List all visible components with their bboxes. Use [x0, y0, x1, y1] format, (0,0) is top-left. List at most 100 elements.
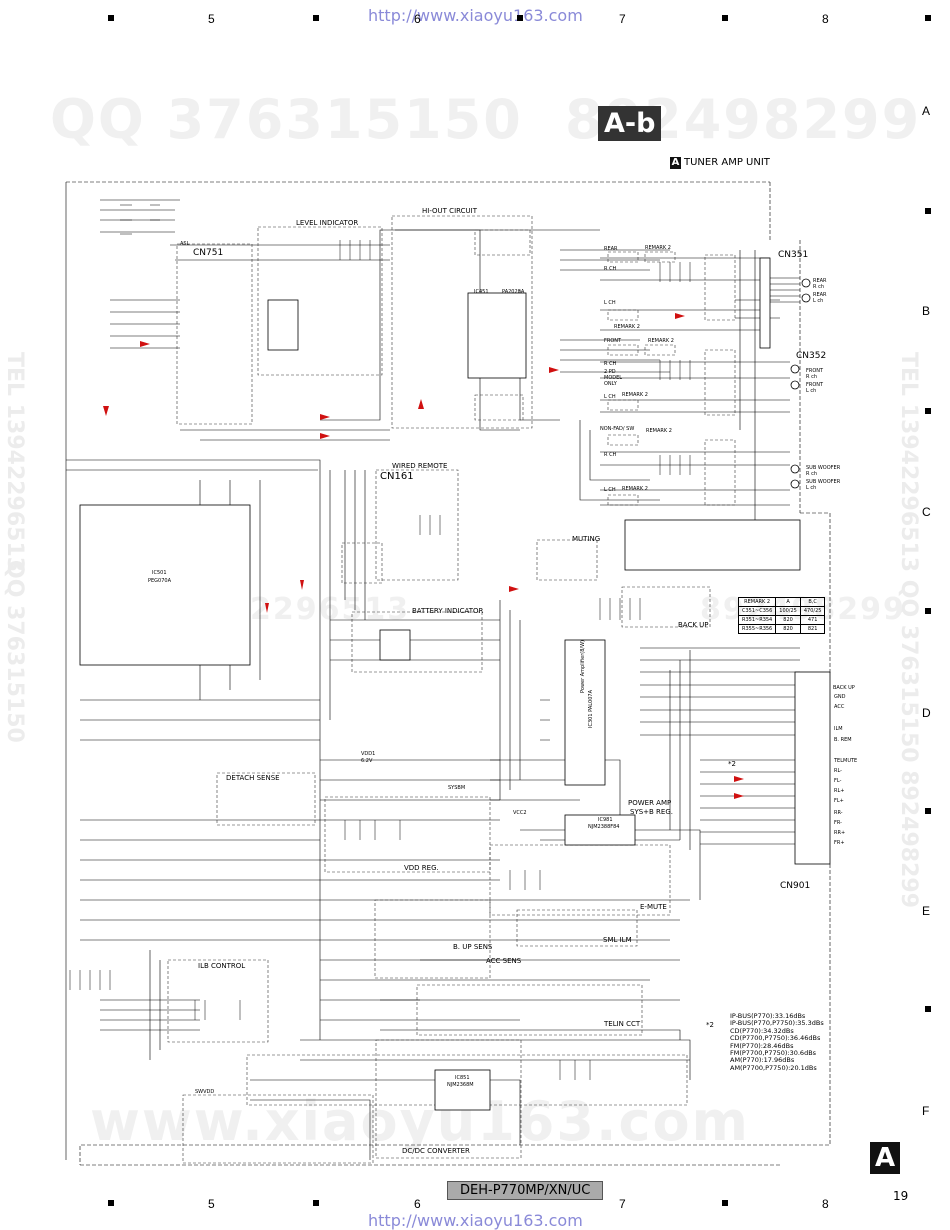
ic301-label: IC301 PAL007A [588, 690, 594, 728]
cn901-pin: TELMUTE [834, 758, 858, 764]
grid-row-label: B [922, 304, 931, 318]
grid-marker [108, 1200, 114, 1206]
grid-column-label: 7 [619, 1197, 626, 1211]
note-line: IP-BUS(P770):33.16dBs [730, 1012, 806, 1020]
sub-pin: SUB WOOFER R ch [806, 465, 841, 477]
cn351-pin: REAR L ch [813, 292, 827, 304]
block-power-amp: POWER AMP [628, 799, 672, 807]
connector-cn352: CN352 [796, 351, 827, 361]
remark-cell: 820 [775, 624, 801, 634]
cn901-pin: RR+ [834, 830, 846, 836]
cn901-pin: RR- [834, 810, 843, 816]
ic851-part: NJM2368M [447, 1082, 474, 1088]
sheet-title: A-b [598, 106, 662, 141]
label-remark2: REMARK 2 [622, 486, 648, 492]
remark-cell: R351~R354 [737, 615, 777, 625]
model-label: DEH-P770MP/XN/UC [447, 1181, 604, 1200]
connector-cn751: CN751 [193, 248, 224, 258]
label-remark2: REMARK 2 [646, 428, 672, 434]
block-sysb-reg: SYS+B REG. [630, 808, 673, 816]
grid-row-label: F [922, 1104, 930, 1118]
grid-row-label: E [922, 904, 931, 918]
ic501-part: PEG070A [148, 578, 172, 584]
grid-marker [925, 208, 931, 214]
remark-header: A [775, 597, 801, 607]
grid-marker [925, 1006, 931, 1012]
note-line: IP-BUS(P770,P7750):35.3dBs [730, 1019, 824, 1028]
grid-marker [925, 15, 931, 21]
label-remark2: REMARK 2 [622, 392, 648, 398]
cn901-pin: FL+ [834, 798, 844, 804]
cn352-pin: FRONT R ch [806, 368, 824, 380]
cn901-pin: ACC [834, 704, 845, 710]
label-lch: L CH [604, 300, 616, 306]
grid-column-label: 5 [208, 1197, 215, 1211]
remark-cell: 820 [775, 615, 801, 625]
remark-cell: 821 [799, 624, 826, 634]
cn351-pin: REAR R ch [813, 278, 827, 290]
grid-marker [722, 1200, 728, 1206]
block-hi-out: HI-OUT CIRCUIT [422, 207, 478, 215]
remark-header: REMARK 2 [737, 597, 777, 607]
watermark-tel-left: TEL 13942296513 [2, 352, 27, 573]
block-ilb-control: ILB CONTROL [198, 962, 246, 970]
block-telin-cct: TELIN CCT [604, 1020, 641, 1028]
remark-table: REMARK 2 A B,C C351~C356 100/25 470/25 R… [737, 597, 826, 634]
grid-marker [517, 15, 523, 21]
watermark-tel-left-2: QQ 376315150 [2, 560, 27, 743]
label-sysbm: SYSBM [448, 785, 466, 791]
corner-tag: A [870, 1142, 900, 1174]
grid-marker [722, 15, 728, 21]
remark-cell: 100/25 [775, 606, 801, 616]
block-acc-sens: ACC SENS [486, 957, 522, 965]
connector-cn351: CN351 [778, 250, 809, 260]
label-remark2: REMARK 2 [648, 338, 674, 344]
note-line: CD(P770):34.32dBs [730, 1026, 794, 1035]
bottom-url[interactable]: http://www.xiaoyu163.com [368, 1211, 583, 1230]
grid-column-label: 6 [414, 12, 421, 26]
remark-cell: C351~C356 [737, 606, 777, 616]
grid-column-label: 5 [208, 12, 215, 26]
block-dcdc: DC/DC CONVERTER [402, 1147, 470, 1155]
block-detach-sense: DETACH SENSE [226, 774, 280, 782]
top-url[interactable]: http://www.xiaoyu163.com [368, 6, 583, 25]
notes-marker: *2 [706, 1021, 714, 1029]
label-lch: L CH [604, 487, 616, 493]
block-back-up: BACK UP [678, 621, 709, 629]
cn901-pin: FR- [834, 820, 842, 826]
label-vcc2: VCC2 [513, 810, 527, 816]
label-rch: R CH [604, 361, 617, 367]
block-bup-sens: B. UP SENS [453, 943, 493, 951]
label-vdd1: VDD1 [361, 751, 376, 757]
grid-row-label: A [922, 104, 931, 118]
cn352-pin: FRONT L ch [806, 382, 824, 394]
label-remark2: REMARK 2 [645, 245, 671, 251]
label-vdd1-v: 6.2V [361, 758, 373, 764]
cn901-pin: ILM [834, 726, 843, 732]
grid-marker [313, 1200, 319, 1206]
note-line: AM(P7700,P7750):20.1dBs [730, 1063, 817, 1072]
grid-marker [108, 15, 114, 21]
block-emute: E-MUTE [640, 903, 667, 911]
label-swvdd: SWVDD [195, 1089, 215, 1095]
label-rch: R CH [604, 266, 617, 272]
block-2pd: 2 PD MODEL ONLY [604, 369, 623, 387]
block-vdd-reg: VDD REG. [404, 864, 439, 872]
block-sml-ilm: SML ILM [603, 936, 632, 944]
block-wired-remote: WIRED REMOTE [392, 462, 448, 470]
cn901-pin: BACK UP [833, 685, 855, 691]
cn901-pin: RL+ [834, 788, 845, 794]
remark-header: B,C [799, 597, 826, 607]
sub-pin: SUB WOOFER L ch [806, 479, 841, 491]
note-line: AM(P770):17.96dBs [730, 1056, 795, 1065]
grid-column-label: 6 [414, 1197, 421, 1211]
grid-marker [313, 15, 319, 21]
block-non-fad: NON-FAD/ SW [600, 426, 635, 432]
label-remark2: REMARK 2 [614, 324, 640, 330]
grid-column-label: 7 [619, 12, 626, 26]
cn901-pin: FR+ [834, 840, 845, 846]
block-battery-indicator: BATTERY INDICATOR [412, 607, 484, 615]
connector-cn901: CN901 [780, 881, 811, 891]
connector-cn161: CN161 [380, 471, 414, 482]
